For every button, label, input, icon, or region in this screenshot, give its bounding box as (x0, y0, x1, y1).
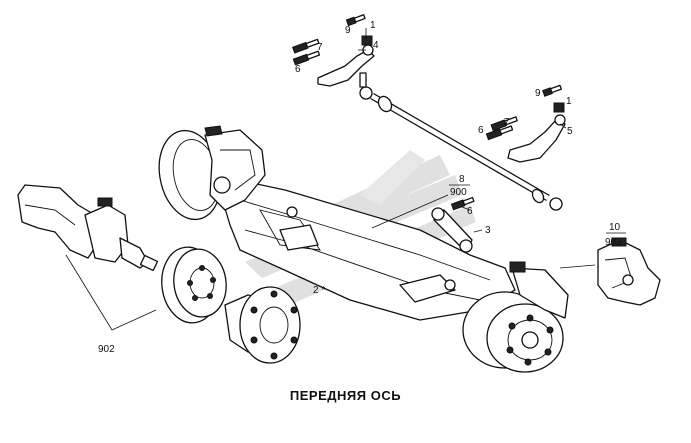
label-902: 902 (98, 344, 115, 355)
label-2: 2 * (313, 285, 325, 296)
label-3: 3 (485, 225, 491, 236)
bolts-group (292, 14, 562, 211)
label-1a: 1 (370, 20, 376, 31)
label-8: 8 (459, 174, 465, 185)
steering-knuckle-902 (17, 184, 159, 272)
label-1b: 1 (566, 96, 572, 107)
label-5: 5 (567, 126, 573, 137)
brake-disc-loose (161, 246, 227, 324)
label-4: 4 (373, 40, 379, 51)
stabilizer-link (431, 207, 473, 253)
label-6a: 6 (295, 64, 301, 75)
label-7b: 7 (504, 117, 510, 128)
label-9b: 9 (535, 88, 541, 99)
left-brake-assembly (158, 125, 266, 221)
wheel-hub (224, 286, 301, 364)
label-6b: 6 (478, 125, 484, 136)
diagram-caption: ПЕРЕДНЯЯ ОСЬ (289, 388, 402, 403)
steering-arm-upper (317, 35, 375, 87)
steering-knuckle-903 (597, 237, 661, 306)
label-6c: 6 (467, 206, 473, 217)
label-10: 10 (609, 222, 621, 233)
steering-arm-right (507, 102, 566, 163)
part-labels: 1 9 4 7 6 9 1 7 6 5 8 900 6 3 2 * 10 903… (98, 20, 626, 355)
right-brake-assembly (462, 261, 569, 373)
label-900: 900 (450, 187, 467, 198)
axle-beam (214, 174, 516, 321)
tie-rod (359, 72, 563, 211)
label-903: 903 (605, 237, 622, 248)
leader-lines (65, 28, 596, 331)
label-9a: 9 (345, 25, 351, 36)
label-7a: 7 (317, 42, 323, 53)
